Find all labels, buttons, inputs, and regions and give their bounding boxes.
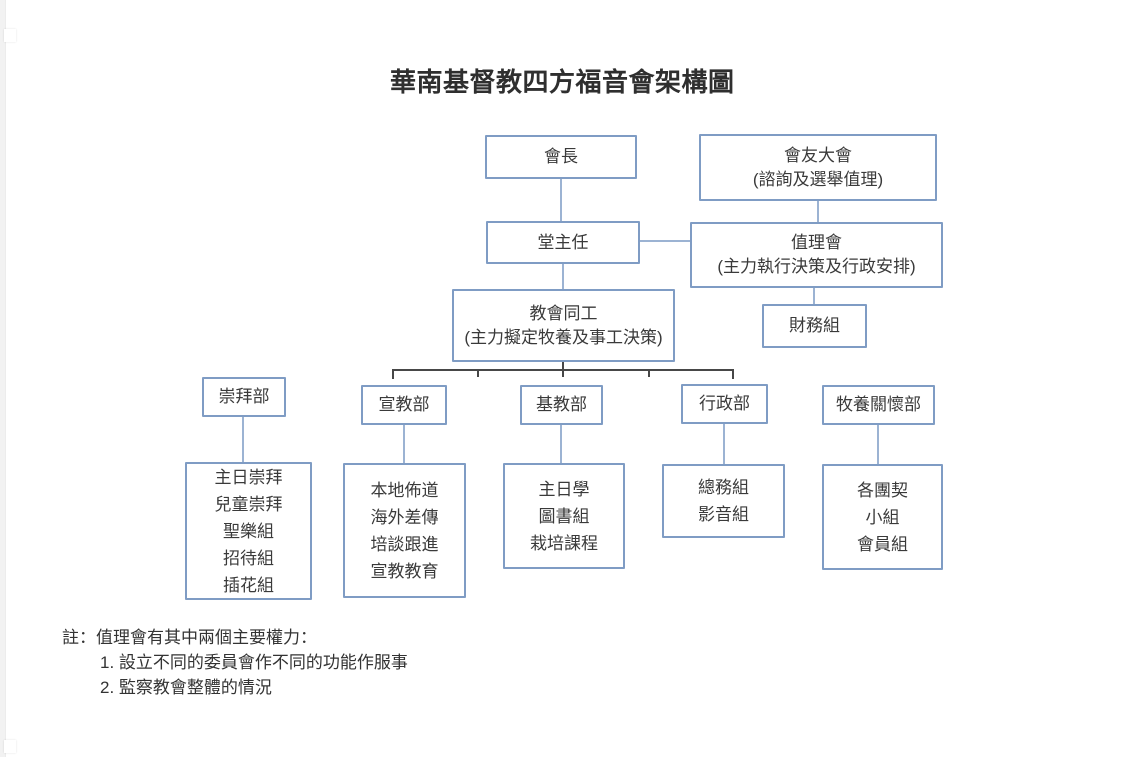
node-church-staff-label: 教會同工: [529, 303, 598, 323]
node-assembly: 會友大會 (諮詢及選舉值理): [699, 134, 937, 201]
node-dept-education-label: 基教部: [536, 395, 587, 414]
bracket-tick-left: [477, 369, 479, 377]
node-council-sub: (主力執行決策及行政安排): [717, 257, 916, 276]
node-senior-pastor-label: 堂主任: [537, 232, 589, 252]
connector-pastor-council: [639, 240, 691, 242]
viewer-notch-bottom: [4, 740, 16, 753]
node-detail-missions: 本地佈道 海外差傳 培談跟進 宣教教育: [343, 463, 466, 598]
node-detail-worship-items: 主日崇拜 兒童崇拜 聖樂組 招待組 插花組: [214, 467, 283, 595]
node-finance: 財務組: [762, 304, 867, 348]
note-item-2: 2. 監察教會整體的情況: [100, 678, 272, 697]
bracket-tick-right: [648, 369, 650, 377]
node-dept-worship-label: 崇拜部: [218, 387, 270, 406]
connector-council-finance: [813, 287, 815, 305]
node-assembly-sub: (諮詢及選舉值理): [752, 169, 884, 189]
node-dept-admin: 行政部: [681, 384, 768, 424]
viewer-left-edge: [0, 0, 6, 757]
node-detail-missions-items: 本地佈道 海外差傳 培談跟進 宣教教育: [370, 480, 439, 581]
page-title: 華南基督教四方福音會架構圖: [390, 67, 735, 97]
viewer-notch-top: [4, 29, 16, 42]
node-president: 會長: [485, 135, 637, 179]
connector-assembly-council: [817, 200, 819, 223]
node-finance-label: 財務組: [789, 316, 840, 335]
node-council: 值理會 (主力執行決策及行政安排): [690, 222, 943, 288]
node-detail-admin: 總務組 影音組: [662, 464, 785, 538]
node-dept-education: 基教部: [520, 385, 603, 425]
node-church-staff: 教會同工 (主力擬定牧養及事工決策): [452, 289, 675, 362]
bracket-horizontal: [392, 369, 734, 371]
node-detail-pastoral: 各團契 小組 會員組: [822, 464, 943, 570]
node-church-staff-sub: (主力擬定牧養及事工決策): [464, 327, 663, 347]
connector-admin-detail: [723, 423, 725, 465]
node-detail-worship: 主日崇拜 兒童崇拜 聖樂組 招待組 插花組: [185, 462, 312, 600]
node-senior-pastor: 堂主任: [486, 221, 640, 264]
connector-worship-detail: [242, 416, 244, 463]
connector-missions-detail: [403, 424, 405, 464]
connector-pastor-staff: [562, 263, 564, 290]
node-dept-pastoral-label: 牧養關懷部: [836, 395, 921, 414]
node-detail-pastoral-items: 各團契 小組 會員組: [857, 480, 908, 554]
note-heading: 註：值理會有其中兩個主要權力：: [62, 628, 317, 647]
node-dept-missions: 宣教部: [361, 385, 447, 425]
node-dept-missions-label: 宣教部: [378, 395, 430, 414]
connector-president-pastor: [560, 178, 562, 221]
node-president-label: 會長: [544, 147, 578, 166]
bracket-left-hook: [392, 369, 394, 379]
connector-pastoral-detail: [877, 424, 879, 465]
node-dept-worship: 崇拜部: [202, 377, 286, 417]
connector-education-detail: [560, 424, 562, 464]
node-detail-admin-items: 總務組 影音組: [698, 478, 749, 524]
bracket-right-hook: [732, 369, 734, 379]
node-detail-education-items: 主日學 圖書組 栽培課程: [530, 479, 598, 553]
node-assembly-label: 會友大會: [784, 145, 852, 165]
node-council-label: 值理會: [791, 233, 842, 252]
node-dept-admin-label: 行政部: [699, 394, 750, 413]
note-item-1: 1. 設立不同的委員會作不同的功能作服事: [100, 653, 408, 672]
node-detail-education: 主日學 圖書組 栽培課程: [503, 463, 625, 569]
node-dept-pastoral: 牧養關懷部: [822, 385, 935, 425]
